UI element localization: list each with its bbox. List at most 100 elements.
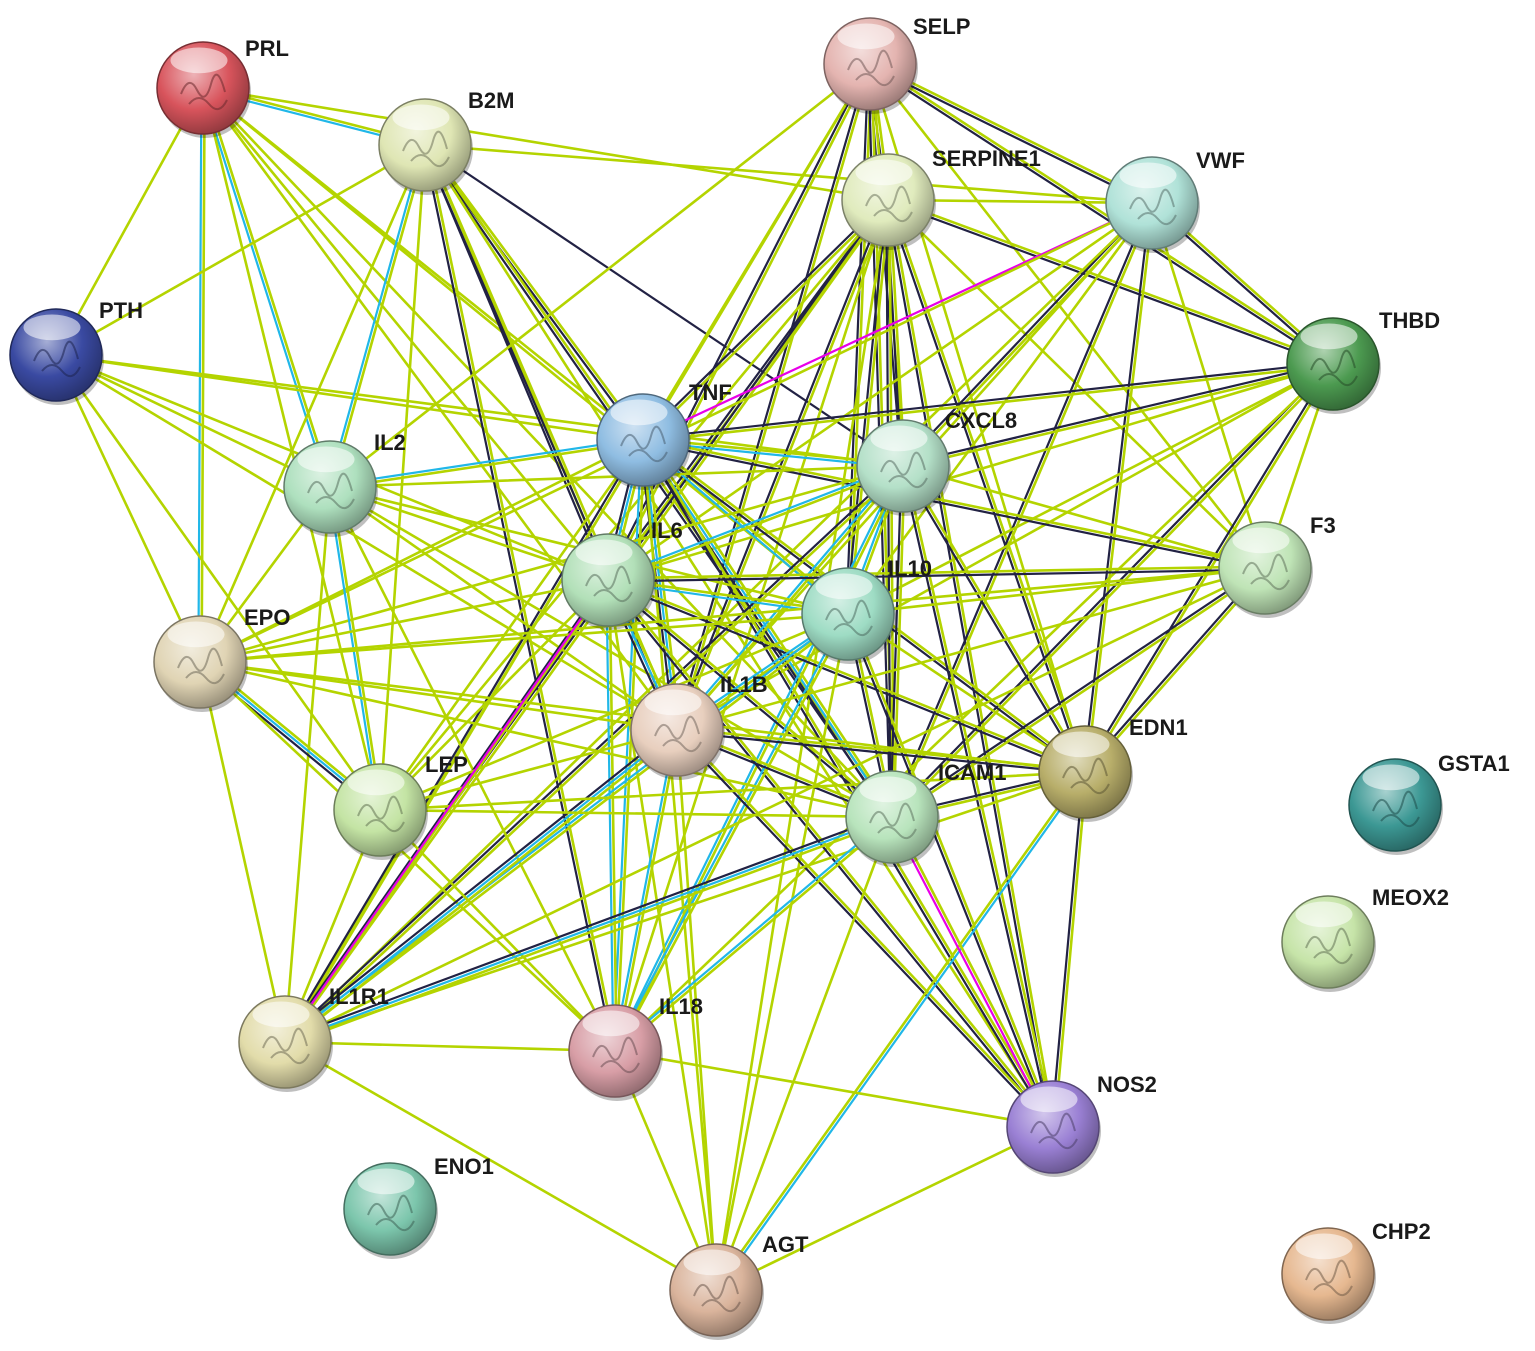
node-il1b[interactable]: IL1B — [630, 672, 768, 780]
edge-LEP-ICAM1-textmining — [378, 808, 894, 819]
protein-structure-icon — [1129, 188, 1177, 226]
edge-IL10-LEP-textmining — [378, 612, 850, 812]
edge-TNF-LEP-textmining — [378, 438, 645, 812]
edge-TNF-ICAM1-textmining — [644, 436, 896, 817]
edge-IL2-IL1B-textmining — [328, 485, 679, 732]
node-label: ENO1 — [434, 1154, 494, 1179]
edge-IL6-NOS2-textmining — [607, 577, 1056, 1128]
edge-SERPINE1-TNF-textmining — [642, 199, 891, 443]
node-highlight — [1020, 1086, 1078, 1113]
node-label: IL1R1 — [329, 984, 389, 1009]
edge-CXCL8-IL1B-database — [674, 463, 903, 731]
node-label: SELP — [913, 14, 970, 39]
edge-CXCL8-IL6-database — [606, 463, 904, 580]
edge-IL1B-EDN1-textmining — [675, 727, 1087, 772]
node-label: THBD — [1379, 308, 1440, 333]
edge-SERPINE1-IL10-coexpression — [845, 198, 888, 615]
edge-THBD-EDN1-textmining — [1085, 363, 1336, 775]
edge-EPO-IL1B-textmining — [198, 660, 679, 732]
protein-structure-icon — [307, 472, 355, 510]
edge-PRL-IL2-database — [200, 87, 330, 489]
node-lep[interactable]: LEP — [333, 752, 468, 860]
node-highlight — [1300, 323, 1358, 350]
edge-CXCL8-IL6-textmining — [607, 466, 905, 583]
edge-EDN1-NOS2-coexpression — [1050, 770, 1085, 1128]
edge-IL1B-IL18-database — [612, 728, 677, 1052]
protein-structure-icon — [1305, 1259, 1353, 1297]
protein-structure-icon — [1242, 553, 1290, 591]
node-label: VWF — [1196, 148, 1245, 173]
node-pth[interactable]: PTH — [9, 298, 143, 405]
edge-IL6-IL1R1-experimental — [283, 578, 610, 1044]
node-label: IL6 — [651, 518, 683, 543]
edge-VWF-EDN1-textmining — [1085, 201, 1155, 774]
node-label: AGT — [762, 1232, 809, 1257]
edge-EDN1-AGT-textmining — [713, 769, 1085, 1291]
node-cxcl8[interactable]: CXCL8 — [856, 408, 1017, 516]
edge-IL1B-NOS2-coexpression — [674, 730, 1053, 1130]
node-serpine1[interactable]: SERPINE1 — [841, 146, 1041, 250]
node-tnf[interactable]: TNF — [596, 380, 732, 490]
node-thbd[interactable]: THBD — [1286, 308, 1440, 414]
edge-IL1B-IL1R1-textmining — [285, 731, 681, 1046]
edge-B2M-IL2-textmining — [330, 144, 428, 489]
node-icam1[interactable]: ICAM1 — [845, 760, 1006, 867]
node-prl[interactable]: PRL — [156, 36, 289, 138]
edge-SERPINE1-IL1B-coexpression — [674, 198, 888, 731]
node-il18[interactable]: IL18 — [568, 994, 703, 1101]
edge-B2M-TNF-textmining — [424, 142, 646, 441]
edge-THBD-IL1B-textmining — [675, 362, 1335, 732]
protein-structure-icon — [1062, 757, 1110, 795]
node-highlight — [357, 1168, 415, 1195]
protein-structure-icon — [180, 73, 228, 111]
edge-IL1R1-EPO-textmining — [198, 660, 287, 1044]
node-highlight — [859, 776, 917, 803]
node-nos2[interactable]: NOS2 — [1006, 1072, 1157, 1177]
node-il1r1[interactable]: IL1R1 — [238, 984, 389, 1092]
edge-PTH-B2M-textmining — [54, 143, 427, 357]
edge-IL1B-IL18-textmining — [615, 729, 680, 1053]
node-edn1[interactable]: EDN1 — [1038, 715, 1188, 822]
node-agt[interactable]: AGT — [669, 1232, 809, 1340]
edge-SELP-THBD-textmining — [869, 61, 1336, 364]
node-selp[interactable]: SELP — [823, 14, 970, 114]
node-label: EPO — [244, 605, 290, 630]
node-vwf[interactable]: VWF — [1105, 148, 1245, 253]
edge-IL6-EDN1-coexpression — [606, 580, 1086, 775]
node-label: MEOX2 — [1372, 885, 1449, 910]
edge-EDN1-NOS2-textmining — [1053, 770, 1088, 1129]
node-f3[interactable]: F3 — [1218, 513, 1336, 618]
edge-B2M-CXCL8-coexpression — [423, 143, 905, 468]
node-meox2[interactable]: MEOX2 — [1281, 885, 1449, 992]
node-highlight — [837, 23, 895, 50]
node-chp2[interactable]: CHP2 — [1281, 1219, 1431, 1324]
node-highlight — [170, 47, 228, 74]
node-il10[interactable]: IL10 — [801, 556, 932, 664]
edge-THBD-CXCL8-textmining — [902, 364, 1335, 469]
edge-SELP-IL6-coexpression — [605, 62, 870, 581]
node-b2m[interactable]: B2M — [378, 88, 514, 195]
node-il6[interactable]: IL6 — [561, 518, 683, 630]
edge-SERPINE1-EDN1-coexpression — [885, 199, 1085, 774]
edge-SELP-CXCL8-textmining — [870, 62, 906, 468]
edge-IL6-NOS2-coexpression — [605, 579, 1053, 1130]
node-highlight — [297, 446, 355, 473]
edge-TNF-F3-coexpression — [641, 440, 1266, 571]
node-il2[interactable]: IL2 — [283, 430, 406, 537]
node-gsta1[interactable]: GSTA1 — [1348, 751, 1510, 855]
protein-structure-icon — [592, 1036, 640, 1074]
edge-IL10-IL18-database — [612, 612, 848, 1052]
edge-PTH-LEP-textmining — [54, 353, 382, 812]
node-epo[interactable]: EPO — [153, 605, 290, 712]
protein-structure-icon — [585, 565, 633, 603]
node-eno1[interactable]: ENO1 — [343, 1154, 494, 1259]
node-label: NOS2 — [1097, 1072, 1157, 1097]
node-label: LEP — [425, 752, 468, 777]
edge-B2M-TNF-coexpression — [422, 144, 643, 443]
edge-NOS2-AGT-textmining — [714, 1125, 1055, 1292]
edge-ICAM1-IL18-database — [612, 814, 893, 1051]
node-label: SERPINE1 — [932, 146, 1041, 171]
node-highlight — [252, 1001, 310, 1028]
edge-SERPINE1-NOS2-coexpression — [885, 199, 1053, 1129]
